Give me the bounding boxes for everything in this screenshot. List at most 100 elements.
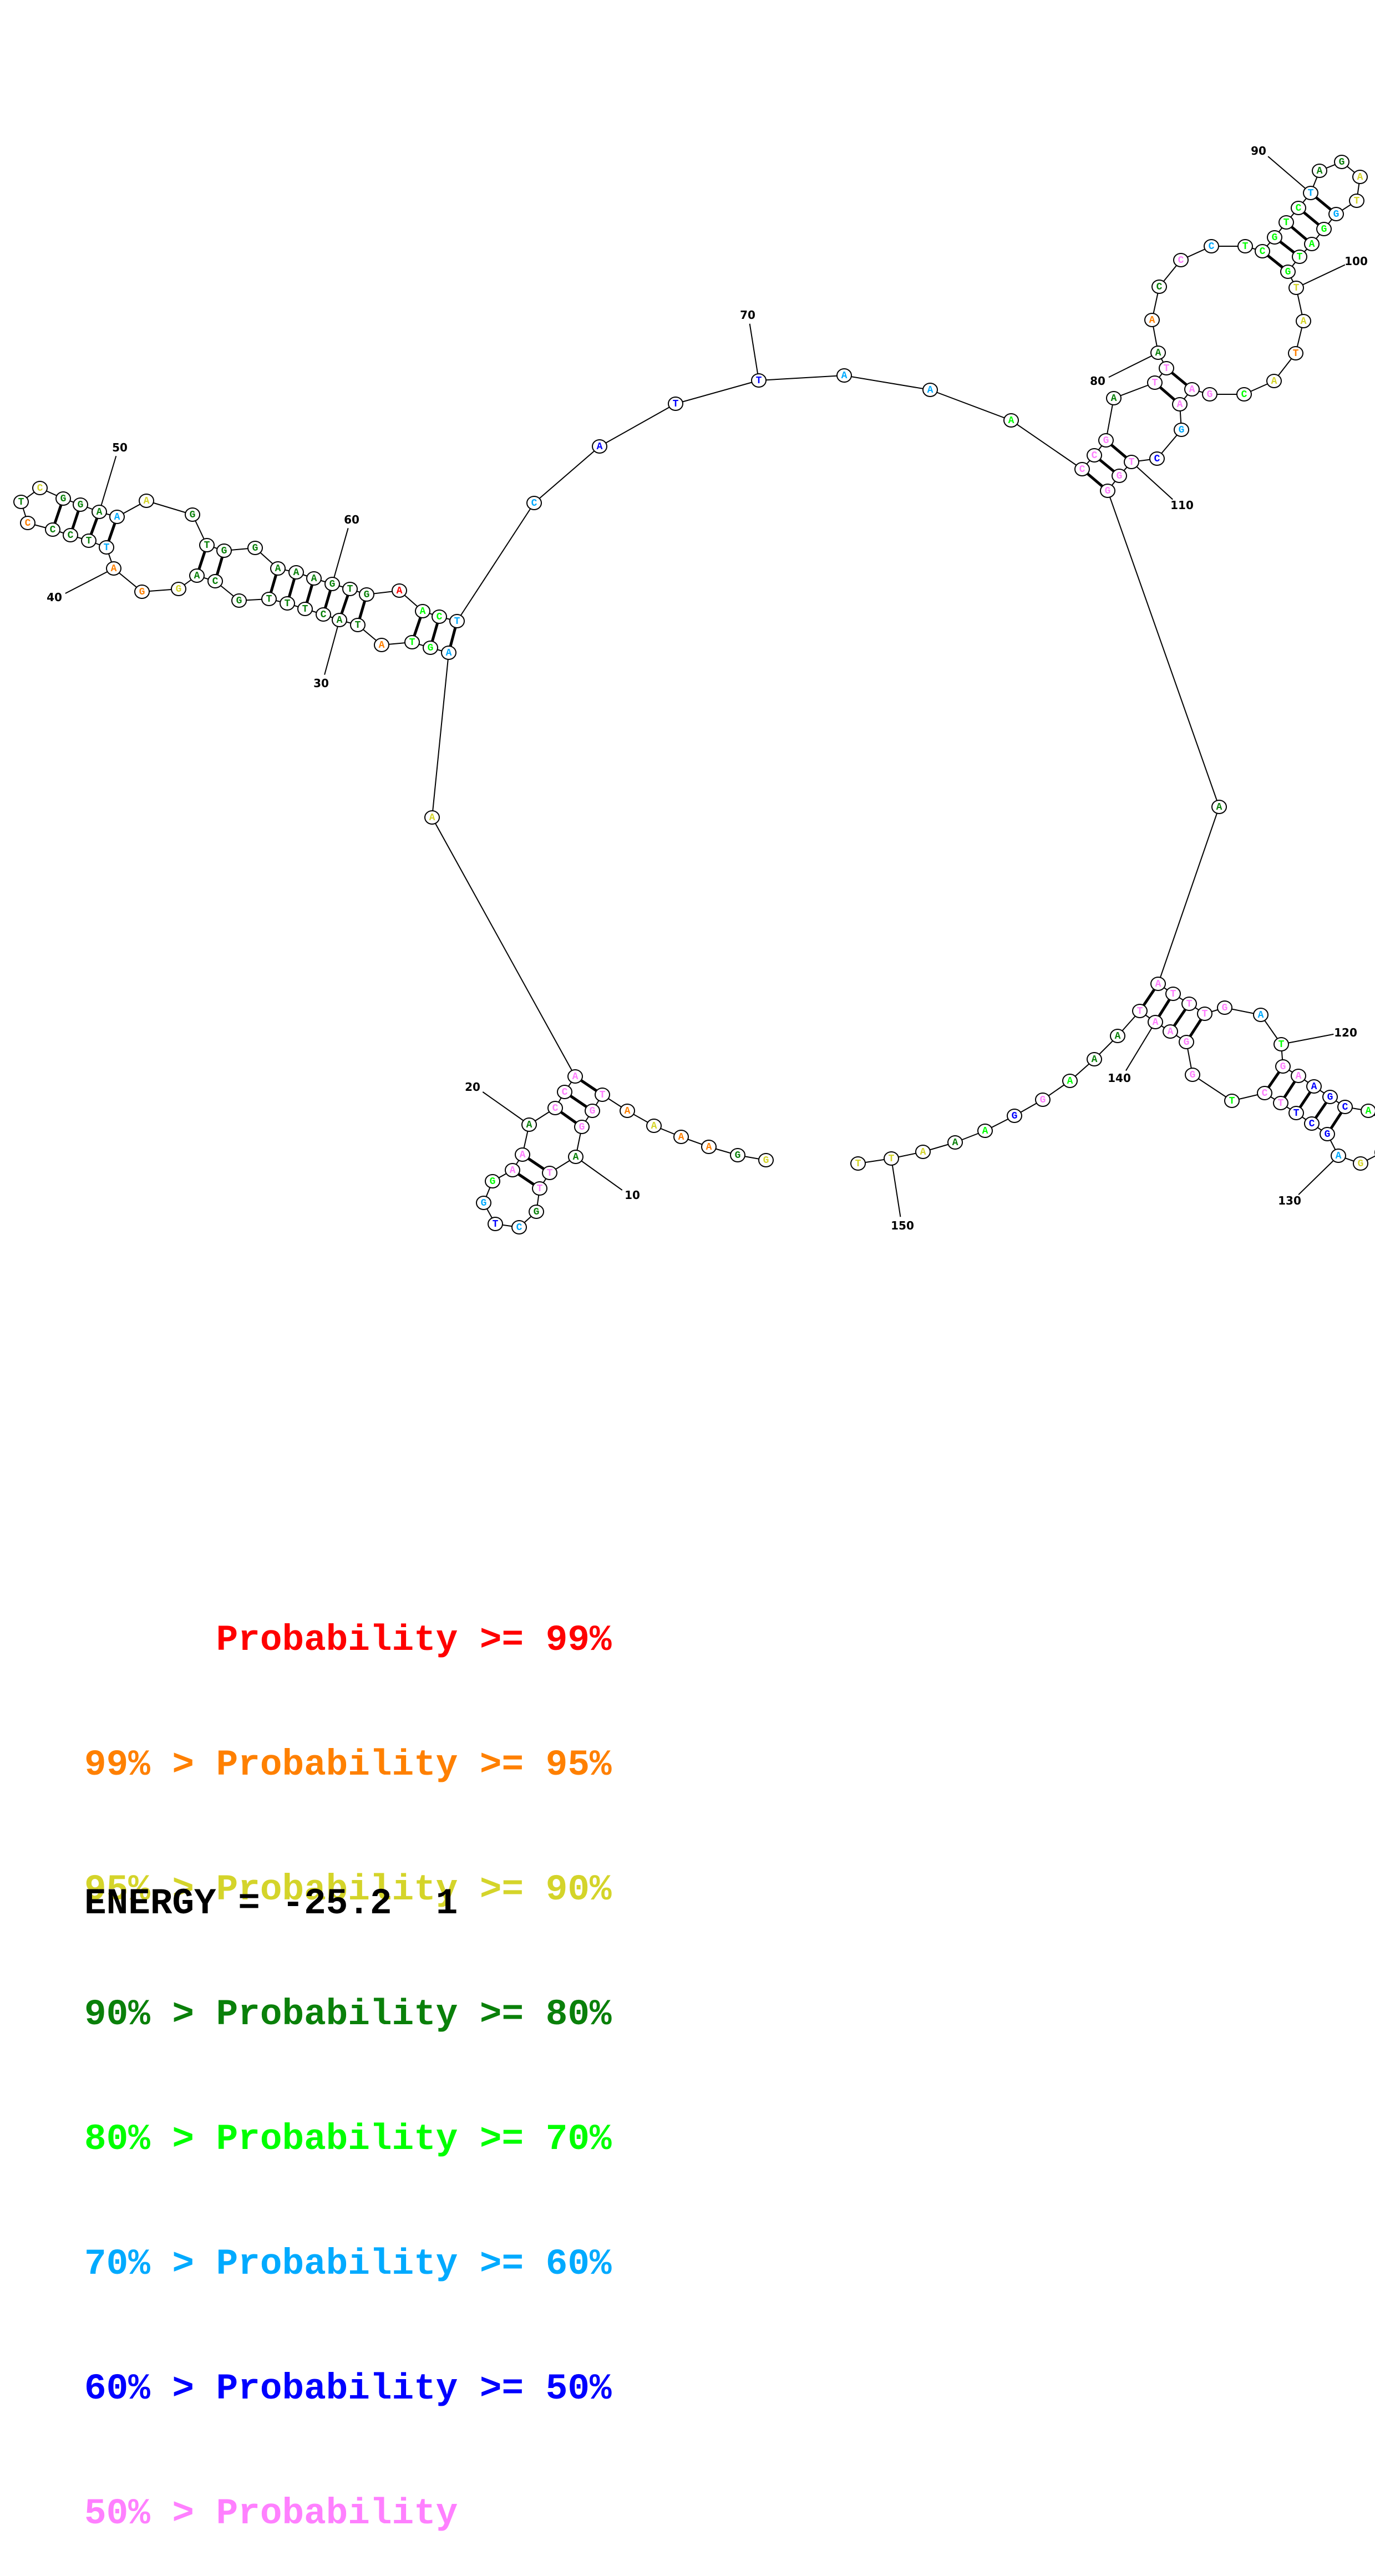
nucleotide: C bbox=[547, 1101, 563, 1115]
nucleotide-circle bbox=[567, 1069, 583, 1084]
nucleotide-circle bbox=[106, 561, 121, 576]
nucleotide-circle bbox=[1184, 382, 1200, 397]
nucleotide: A bbox=[1150, 346, 1166, 360]
nucleotide-circle bbox=[1074, 462, 1090, 476]
number-leader-line bbox=[1298, 1155, 1339, 1195]
nucleotide-base: A bbox=[1357, 172, 1363, 183]
nucleotide: C bbox=[511, 1220, 527, 1234]
nucleotide: A bbox=[1253, 1008, 1269, 1022]
nucleotide-base: T bbox=[1229, 1096, 1235, 1107]
nucleotide: C bbox=[1087, 448, 1102, 463]
number-leader-line bbox=[1131, 461, 1173, 500]
nucleotide-circle bbox=[505, 1163, 520, 1177]
nucleotide-base: T bbox=[1293, 1108, 1300, 1119]
nucleotide-base: T bbox=[756, 375, 762, 387]
nucleotide-circle bbox=[977, 1124, 993, 1138]
backbone-segment bbox=[432, 817, 576, 1077]
nucleotide-circle bbox=[1292, 250, 1307, 264]
nucleotide-base: C bbox=[321, 609, 327, 621]
nucleotide: C bbox=[1204, 239, 1219, 253]
nucleotide: G bbox=[1322, 1090, 1338, 1104]
nucleotide-base: A bbox=[597, 441, 603, 453]
nucleotide-circle bbox=[1179, 1035, 1194, 1049]
nucleotide-circle bbox=[1098, 433, 1114, 448]
nucleotide: T bbox=[532, 1181, 547, 1196]
nucleotide-circle bbox=[668, 397, 683, 411]
nucleotide-base: T bbox=[1308, 188, 1314, 199]
position-number-label: 150 bbox=[891, 1219, 914, 1232]
nucleotide-base: A bbox=[1177, 399, 1183, 410]
nucleotide: A bbox=[189, 568, 205, 583]
nucleotide: G bbox=[1334, 155, 1349, 169]
nucleotide-circle bbox=[171, 582, 186, 596]
nucleotide: A bbox=[1211, 800, 1227, 814]
nucleotide: C bbox=[20, 516, 35, 530]
nucleotide: T bbox=[884, 1151, 899, 1166]
number-leader-line bbox=[1296, 264, 1346, 288]
nucleotide: G bbox=[1098, 433, 1114, 448]
nucleotide-circle bbox=[1349, 194, 1364, 208]
nucleotide: G bbox=[55, 491, 71, 506]
nucleotide-circle bbox=[1035, 1093, 1051, 1107]
nucleotide-circle bbox=[1278, 215, 1294, 230]
nucleotide-circle bbox=[1291, 201, 1306, 215]
legend-row: 80% > Probability >= 70% bbox=[84, 2118, 612, 2160]
nucleotide: A bbox=[673, 1130, 689, 1144]
nucleotide-base: A bbox=[1155, 348, 1161, 359]
nucleotide: G bbox=[758, 1153, 774, 1167]
nucleotide: G bbox=[1174, 423, 1189, 437]
nucleotide-base: A bbox=[1301, 316, 1307, 327]
nucleotide-circle bbox=[1361, 1104, 1375, 1118]
position-number-label: 60 bbox=[344, 513, 359, 526]
nucleotide-base: A bbox=[1153, 1017, 1159, 1028]
nucleotide: C bbox=[1304, 1116, 1320, 1131]
nucleotide-base: A bbox=[1336, 1151, 1342, 1162]
nucleotide-base: G bbox=[364, 590, 370, 601]
nucleotide-base: G bbox=[1333, 209, 1340, 220]
nucleotide: G bbox=[1316, 222, 1332, 236]
number-leader-line bbox=[332, 528, 349, 585]
nucleotide-base: A bbox=[420, 606, 426, 617]
nucleotide: G bbox=[1353, 1156, 1368, 1171]
nucleotide-circle bbox=[423, 641, 438, 655]
position-number-label: 70 bbox=[740, 308, 755, 322]
number-leader-line bbox=[1281, 1033, 1334, 1045]
nucleotide-circle bbox=[730, 1148, 745, 1162]
nucleotide-circle bbox=[673, 1130, 689, 1144]
nucleotide-base: A bbox=[952, 1137, 958, 1149]
nucleotide: T bbox=[850, 1156, 866, 1171]
nucleotide: G bbox=[485, 1174, 500, 1188]
nucleotide: C bbox=[63, 528, 78, 542]
nucleotide-base: T bbox=[889, 1154, 895, 1165]
nucleotide-base: T bbox=[355, 620, 361, 631]
nucleotide-base: C bbox=[1156, 282, 1163, 293]
nucleotide-base: T bbox=[600, 1090, 606, 1101]
backbone-segment bbox=[432, 652, 449, 818]
nucleotide-circle bbox=[1106, 391, 1122, 405]
nucleotide-base: T bbox=[1129, 457, 1135, 468]
nucleotide: A bbox=[1144, 313, 1160, 327]
backbone-segment bbox=[844, 375, 931, 390]
nucleotide-circle bbox=[306, 571, 322, 586]
nucleotide: A bbox=[1150, 977, 1166, 991]
nucleotide-circle bbox=[270, 561, 286, 576]
nucleotide-circle bbox=[1087, 1052, 1102, 1066]
nucleotide: G bbox=[324, 577, 340, 591]
nucleotide: G bbox=[1007, 1109, 1022, 1123]
nucleotide-circle bbox=[585, 1104, 600, 1118]
nucleotide: A bbox=[392, 583, 407, 598]
nucleotide-base: C bbox=[50, 525, 56, 536]
nucleotide-base: T bbox=[1293, 348, 1299, 359]
position-number-label: 90 bbox=[1251, 144, 1266, 157]
position-number-label: 20 bbox=[465, 1080, 480, 1094]
nucleotide-base: A bbox=[982, 1126, 988, 1137]
nucleotide-circle bbox=[1147, 375, 1163, 390]
nucleotide: A bbox=[288, 565, 304, 580]
nucleotide-circle bbox=[441, 646, 456, 660]
base-pair-lines bbox=[51, 192, 1347, 1190]
nucleotide: C bbox=[1255, 244, 1270, 258]
legend-row: 70% > Probability >= 60% bbox=[84, 2243, 612, 2285]
nucleotide-circle bbox=[207, 574, 223, 588]
nucleotide-base: T bbox=[204, 540, 210, 551]
legend-row: 50% > Probability bbox=[84, 2493, 458, 2534]
